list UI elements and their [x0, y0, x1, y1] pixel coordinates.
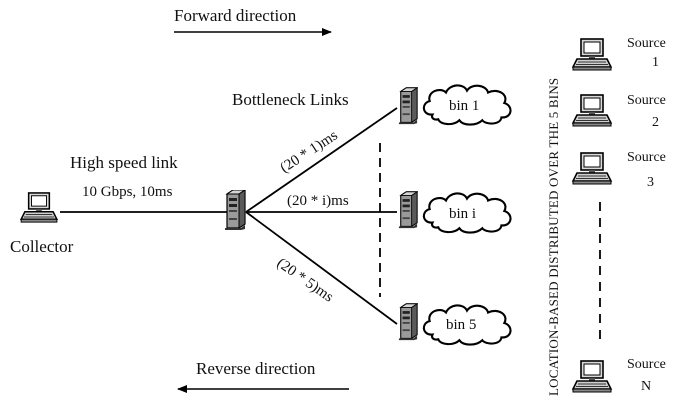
bottleneck-link-1 [245, 107, 398, 213]
bin-5-label: bin 5 [446, 317, 476, 333]
bottleneck-link-5 [245, 211, 398, 325]
bottleneck-links-label: Bottleneck Links [232, 90, 349, 109]
source-3-number: 3 [647, 175, 654, 190]
source-2-computer-icon [572, 94, 612, 127]
bin-i-server-icon [398, 191, 418, 229]
source-n-number: N [641, 379, 651, 394]
source-n-computer-icon [572, 360, 612, 393]
reverse-direction-label: Reverse direction [196, 359, 316, 378]
location-distribution-label: LOCATION-BASED DISTRIBUTED OVER THE 5 BI… [546, 78, 561, 396]
bin-5-server-icon [398, 303, 418, 341]
high-speed-link-params: 10 Gbps, 10ms [82, 184, 173, 200]
source-2-number: 2 [652, 115, 659, 130]
bin-1-label: bin 1 [449, 98, 479, 114]
source-3-computer-icon [572, 152, 612, 185]
bin-i-label: bin i [449, 206, 476, 222]
source-2-word: Source [627, 93, 666, 108]
source-1-computer-icon [572, 38, 612, 71]
link-delay-middle: (20 * i)ms [287, 193, 349, 209]
bin-1-server-icon [398, 87, 418, 125]
source-3-word: Source [627, 150, 666, 165]
forward-direction-label: Forward direction [174, 6, 297, 25]
high-speed-link-label: High speed link [70, 153, 178, 172]
router-server-icon [224, 190, 246, 230]
source-1-number: 1 [652, 55, 659, 70]
collector-computer-icon [20, 192, 58, 223]
source-n-word: Source [627, 357, 666, 372]
collector-label: Collector [10, 237, 74, 256]
link-delay-bottom: (20 * 5)ms [274, 255, 337, 305]
source-1-word: Source [627, 36, 666, 51]
